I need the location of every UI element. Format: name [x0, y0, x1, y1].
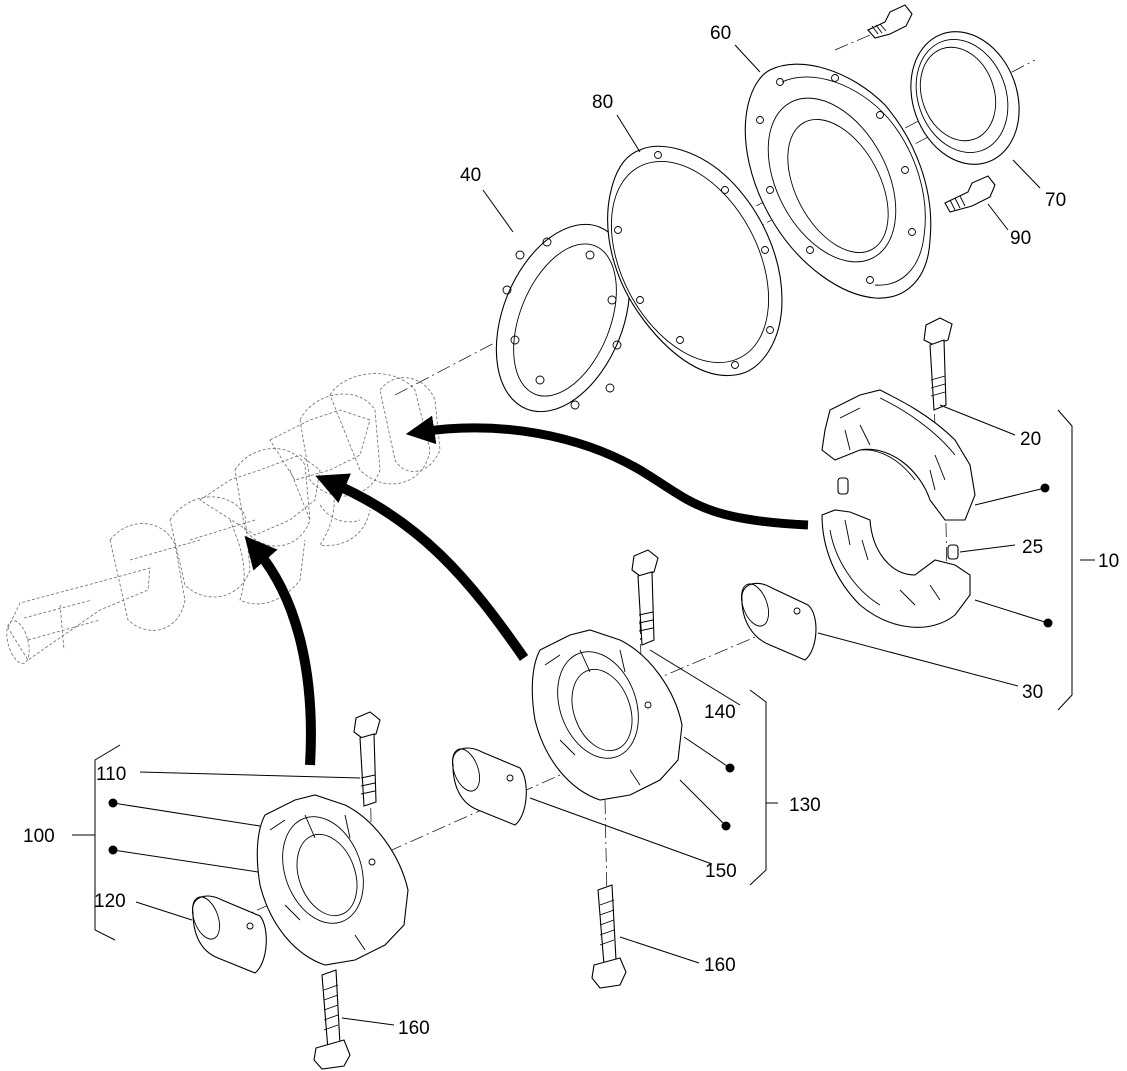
- screw-90: [944, 175, 996, 213]
- label-40: 40: [460, 165, 481, 186]
- bolt-110: [353, 711, 381, 807]
- rear-cover-60: [744, 63, 932, 299]
- bolt-140: [631, 549, 659, 646]
- label-90: 90: [1010, 228, 1031, 249]
- bearing-cap-upper: [821, 389, 976, 521]
- oil-seal-70: [910, 31, 1020, 165]
- bolt-160-left: [313, 969, 351, 1070]
- assembly-arrows: [244, 415, 809, 766]
- crankshaft-outline: [6, 373, 441, 664]
- bolt-160-right: [591, 884, 627, 989]
- label-30: 30: [1022, 682, 1043, 703]
- label-25: 25: [1022, 537, 1043, 558]
- label-160-right: 160: [704, 955, 736, 976]
- label-80: 80: [592, 92, 613, 113]
- label-130: 130: [789, 795, 821, 816]
- label-160-left: 160: [398, 1018, 430, 1039]
- bearing-shell-150: [451, 747, 527, 826]
- label-110: 110: [96, 764, 126, 785]
- label-10: 10: [1098, 551, 1119, 572]
- bearing-shell-30: [740, 582, 817, 661]
- scalloped-gasket-80: [607, 145, 783, 377]
- label-100: 100: [23, 826, 55, 847]
- bolt-20: [923, 317, 953, 411]
- label-150: 150: [705, 861, 737, 882]
- bearing-shell-120: [191, 895, 267, 974]
- label-140: 140: [704, 702, 736, 723]
- label-70: 70: [1045, 190, 1066, 211]
- label-60: 60: [710, 23, 731, 44]
- bearing-housing-100: [256, 794, 409, 966]
- bearing-housing-130: [531, 629, 683, 801]
- bearing-cap-lower: [821, 509, 971, 628]
- label-20: 20: [1020, 429, 1041, 450]
- dowel-pins-25: [837, 477, 959, 560]
- label-120: 120: [94, 891, 126, 912]
- screw-top-60: [867, 4, 913, 39]
- callout-labels: 60 80 40 70 90 20 25 10 30 140 130 150 1…: [23, 23, 1119, 1039]
- leader-lines: [72, 44, 1095, 1026]
- gasket-ring-40: [495, 223, 631, 413]
